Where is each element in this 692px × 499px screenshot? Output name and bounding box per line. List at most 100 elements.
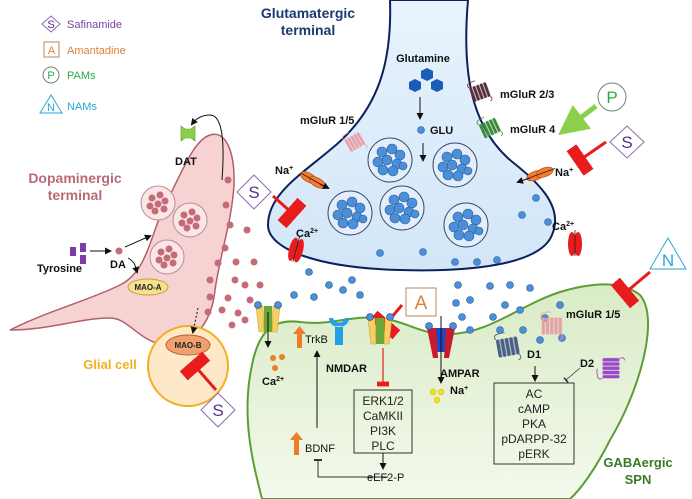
glutamate-dot	[325, 281, 333, 289]
dopamine-dot	[218, 306, 226, 314]
diamond-icon	[41, 15, 61, 33]
nmdar-box-item: PLC	[371, 439, 395, 453]
triangle-icon	[39, 94, 63, 114]
mglur23-label: mGluR 2/3	[500, 89, 554, 101]
glutamate-dot	[290, 291, 298, 299]
dopamine-dot	[234, 309, 242, 317]
dopaminergic-title: Dopaminergic	[28, 170, 122, 186]
dopamine-dot	[224, 176, 232, 184]
pam-circle-icon	[597, 82, 627, 112]
nmdar-receptor	[366, 313, 394, 345]
safinamide-symbol: S	[212, 401, 223, 420]
dopamine-dot	[226, 221, 234, 229]
legend-label-pams: PAMs	[67, 70, 96, 82]
dopamine-dot	[206, 276, 214, 284]
nam-marker[interactable]: N	[649, 237, 687, 270]
ca-pre-left-label: Ca2+	[296, 228, 318, 240]
legend-symbol-p: P	[47, 70, 54, 82]
glutamate-dot	[466, 296, 474, 304]
glutamine-hexagon-icon	[409, 79, 421, 92]
glutamate-dot	[454, 281, 462, 289]
da-vesicle	[172, 202, 208, 238]
dopa-membrane	[9, 133, 235, 346]
tyrosine-icon	[70, 243, 86, 264]
legend-item-safinamide: S Safinamide	[41, 15, 122, 33]
ca-channel-pre-left	[286, 236, 306, 264]
glutamate-dot	[544, 218, 552, 226]
vesicle	[443, 202, 489, 248]
glutamate-dot	[518, 211, 526, 219]
dat-label: DAT	[175, 156, 197, 168]
glutamate-dot	[493, 256, 501, 264]
trkb-up-arrow-icon	[293, 326, 306, 348]
safinamide-na-right-inhibition	[566, 140, 607, 176]
dopaminergic-subtitle: terminal	[48, 187, 102, 203]
dopamine-dot	[231, 276, 239, 284]
na-post-label: Na+	[450, 385, 468, 397]
amantadine-square-icon	[405, 287, 437, 317]
safinamide-marker-right[interactable]: S	[609, 125, 645, 159]
amantadine-marker[interactable]: A	[405, 287, 437, 317]
trkb-label: TrkB	[305, 334, 328, 346]
glutamate-dot	[339, 286, 347, 294]
mglur4-label: mGluR 4	[510, 124, 556, 136]
dopamine-dot	[224, 294, 232, 302]
gabaergic-spn	[246, 283, 649, 499]
glutamate-dot	[516, 306, 524, 314]
spn-membrane	[246, 283, 649, 499]
ca-channel-post	[254, 301, 282, 348]
gabaergic-title: GABAergic	[603, 455, 672, 470]
pam-marker[interactable]: P	[597, 82, 627, 112]
d1-signaling-box: AC cAMP PKA pDARPP-32 pERK	[493, 382, 575, 465]
da-dot	[115, 247, 123, 255]
vesicle	[432, 142, 478, 188]
dopamine-dot	[221, 244, 229, 252]
d1-box-item: AC	[526, 387, 543, 401]
bdnf-up-arrow-icon	[290, 432, 303, 455]
mglur15-pre-label: mGluR 1/5	[300, 115, 354, 127]
da-vesicle	[149, 239, 185, 275]
nmdar-box-item: PI3K	[370, 424, 396, 438]
dopamine-dot	[204, 308, 212, 316]
glutamate-dot	[519, 326, 527, 334]
legend-label-nams: NAMs	[67, 101, 97, 113]
glutamate-dot	[486, 282, 494, 290]
ca-ions-post	[270, 354, 285, 371]
safinamide-diamond-icon	[236, 174, 272, 210]
ampar-label: AMPAR	[440, 368, 480, 380]
na-channel-right	[525, 164, 556, 184]
glutamate-dot	[376, 249, 384, 257]
mao-a-label: MAO-A	[134, 283, 161, 292]
safinamide-symbol: S	[621, 133, 632, 152]
nam-mglur-inhibition	[610, 270, 651, 309]
da-label: DA	[110, 259, 126, 271]
glutamate-dot	[556, 301, 564, 309]
dat-reuptake-arrow	[190, 114, 224, 181]
glutamate-dot	[356, 291, 364, 299]
safinamide-maob-inhibition	[179, 351, 218, 391]
tyrosine-label: Tyrosine	[37, 263, 82, 275]
safinamide-marker-center[interactable]: S	[236, 174, 272, 210]
dopamine-dot	[250, 258, 258, 266]
da-vesicle	[140, 185, 176, 221]
d1-box-item: cAMP	[518, 402, 550, 416]
glutamate-dot	[501, 301, 509, 309]
dopamine-dot	[206, 293, 214, 301]
d2-label: D2	[580, 358, 594, 370]
mao-b-label: MAO-B	[174, 341, 201, 350]
dopaminergic-terminal	[9, 133, 235, 346]
d1-label: D1	[527, 349, 541, 361]
safinamide-marker-glial[interactable]: S	[200, 392, 236, 428]
glutamate-dot	[506, 281, 514, 289]
ca-pre-right-label: Ca2+	[552, 221, 574, 233]
d1-box-item: PKA	[522, 417, 546, 431]
spn-subtitle: SPN	[625, 472, 652, 487]
d1-box-item: pERK	[518, 447, 549, 461]
glutamate-dot	[458, 313, 466, 321]
safinamide-diamond-icon	[609, 125, 645, 159]
dopamine-dots	[204, 176, 264, 329]
glutamine-hexagon-icon	[431, 79, 443, 92]
legend-symbol-s: S	[47, 19, 54, 31]
glutamine-hexagon-icon	[421, 68, 433, 81]
pam-symbol: P	[606, 88, 617, 107]
